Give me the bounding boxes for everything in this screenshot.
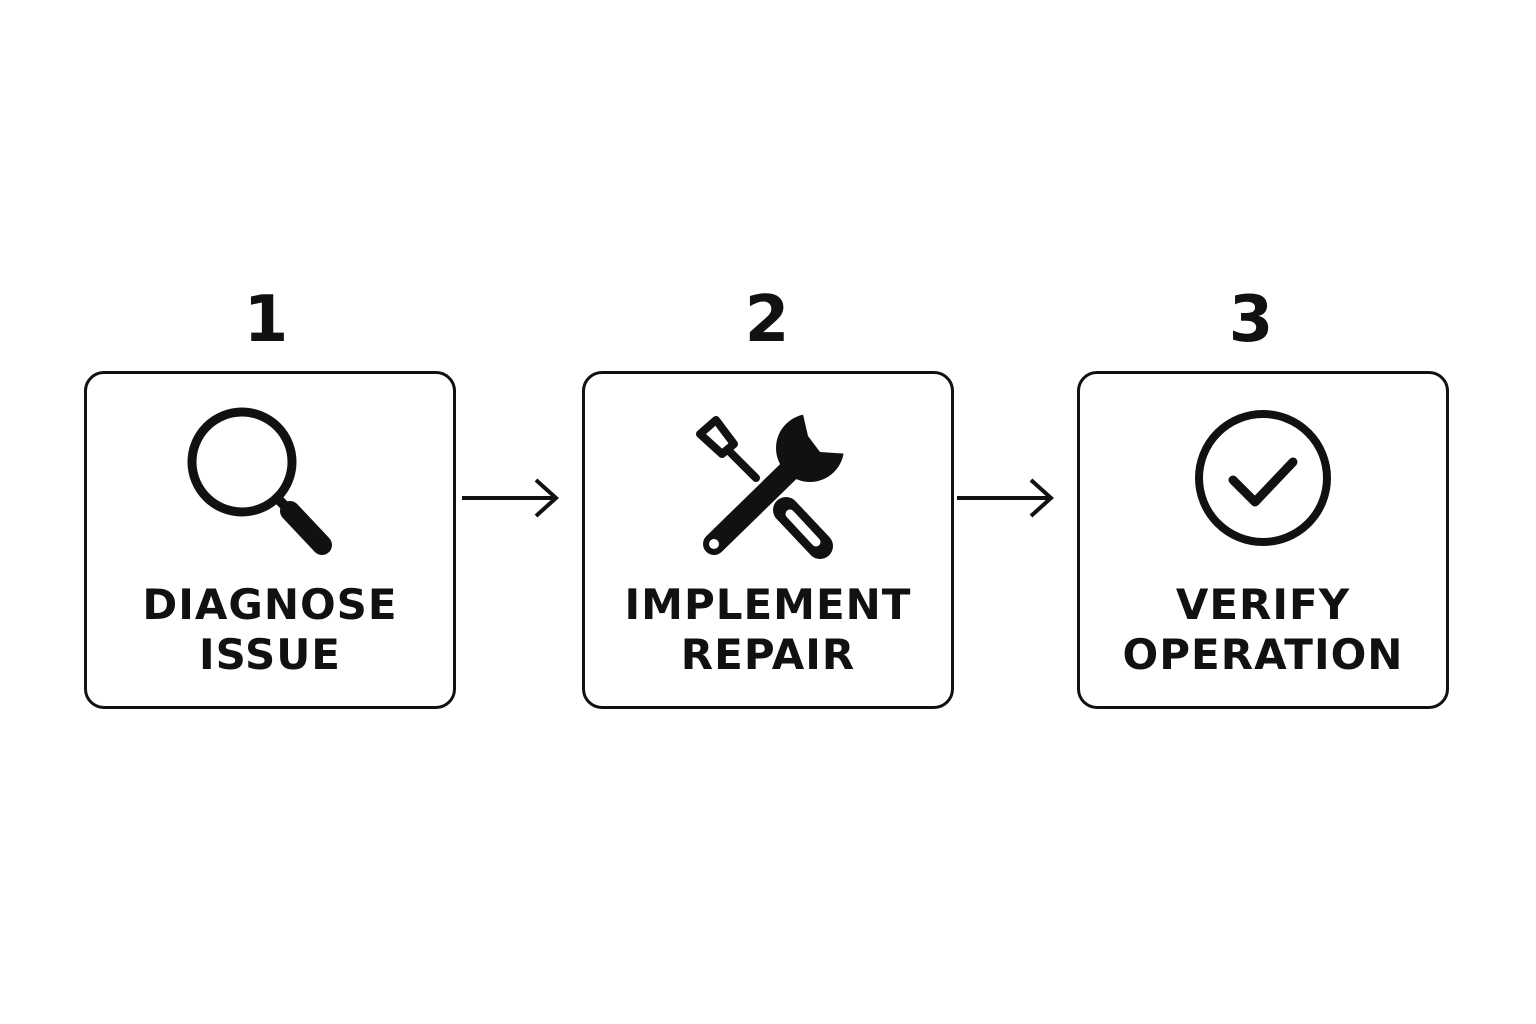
step-number-3: 3 — [1228, 283, 1274, 357]
step-label-line2: ISSUE — [198, 630, 342, 679]
step-number-2: 2 — [744, 283, 790, 357]
step-label-diagnose: DIAGNOSE ISSUE — [87, 580, 453, 680]
step-number-1: 1 — [243, 283, 289, 357]
step-label-line2: REPAIR — [680, 630, 856, 679]
arrow-right-icon — [460, 476, 560, 520]
step-label-line1: IMPLEMENT — [624, 580, 912, 629]
step-label-line1: VERIFY — [1175, 580, 1351, 629]
step-box-implement: IMPLEMENT REPAIR — [582, 371, 954, 709]
magnifying-glass-icon — [180, 404, 360, 564]
step-box-diagnose: DIAGNOSE ISSUE — [84, 371, 456, 709]
check-circle-icon — [1173, 404, 1353, 564]
step-box-verify: VERIFY OPERATION — [1077, 371, 1449, 709]
step-label-implement: IMPLEMENT REPAIR — [585, 580, 951, 680]
step-label-line2: OPERATION — [1122, 630, 1404, 679]
wrench-screwdriver-icon — [678, 404, 858, 564]
step-label-verify: VERIFY OPERATION — [1080, 580, 1446, 680]
arrow-right-icon — [955, 476, 1055, 520]
step-label-line1: DIAGNOSE — [142, 580, 398, 629]
